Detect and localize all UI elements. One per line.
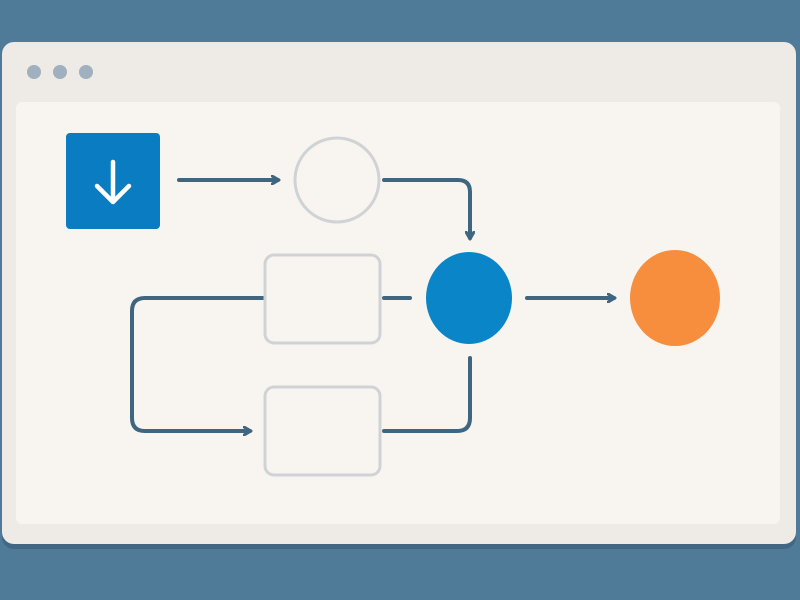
window-control-dot[interactable] <box>27 65 41 79</box>
connector-loop-to-lower-box <box>130 296 265 431</box>
window-control-dot[interactable] <box>79 65 93 79</box>
process-box-upper[interactable] <box>263 253 382 345</box>
connectors <box>130 178 614 433</box>
connector-circle-to-decision <box>382 178 470 238</box>
arrow-down-icon <box>94 159 132 205</box>
process-circle-node[interactable] <box>293 136 381 224</box>
process-box-lower[interactable] <box>263 385 382 477</box>
end-node[interactable] <box>630 250 720 346</box>
decision-node[interactable] <box>426 252 512 344</box>
start-node[interactable] <box>66 133 160 229</box>
window-titlebar <box>2 42 796 102</box>
connector-lower-box-to-decision <box>382 356 472 433</box>
window-control-dot[interactable] <box>53 65 67 79</box>
